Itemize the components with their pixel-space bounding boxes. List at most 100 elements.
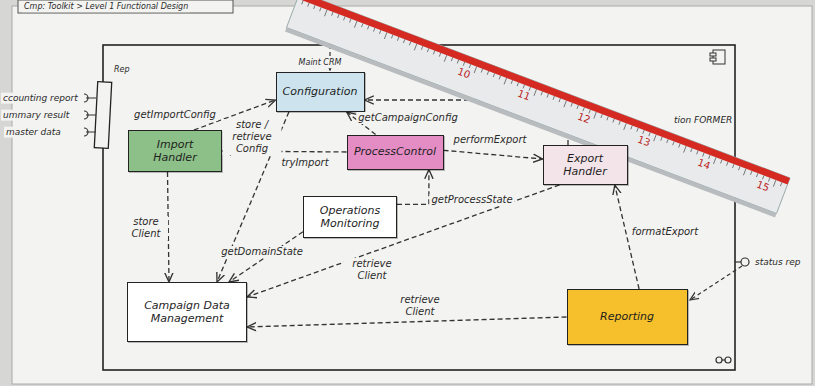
ruler-tick [667, 139, 668, 143]
ruler-tick [684, 146, 686, 153]
ruler-tick [493, 73, 494, 77]
corner-symbol [716, 357, 731, 363]
component-box: Import Handler [128, 130, 222, 172]
component-box: Configuration [276, 72, 365, 112]
ruler-tick [474, 67, 476, 74]
ruler-tick [302, 1, 303, 5]
annotation-label: tion FORMER [672, 115, 734, 126]
ruler-tick [624, 123, 626, 130]
ruler-tick [409, 42, 410, 46]
ruler-tick [308, 3, 309, 7]
ruler-tick [379, 30, 380, 34]
ruler-tick [414, 44, 416, 51]
ruler-tick [643, 130, 644, 134]
edge-label: getProcessState [429, 194, 514, 206]
ruler-tick [314, 5, 315, 9]
annotation-label: ummary result [1, 110, 71, 121]
component-name: Reporting [600, 310, 654, 323]
ruler-tick [439, 53, 440, 57]
edge-label: store Client [124, 216, 168, 240]
component-name: ProcessControl [354, 145, 436, 158]
ruler-tick [541, 92, 542, 96]
edge-label: retrieve Client [392, 294, 448, 318]
ruler-tick [547, 94, 548, 98]
edge-label: retrieve Client [344, 258, 400, 282]
ruler-tick [733, 164, 734, 168]
component-name: Operations Monitoring [310, 204, 390, 230]
ruler-tick [577, 105, 578, 109]
ruler-tick [444, 55, 446, 62]
component-box: ProcessControl [347, 135, 444, 170]
ruler-tick [773, 180, 775, 187]
ruler-tick [469, 64, 470, 68]
ruler-tick [697, 151, 698, 155]
annotation-label: Maint CRM [297, 58, 344, 68]
ruler-tick [504, 78, 506, 85]
ruler-tick [709, 155, 710, 159]
ruler-tick [517, 82, 518, 86]
ruler-tick [481, 69, 482, 73]
ruler-tick [433, 51, 434, 55]
ruler-tick [703, 153, 704, 157]
ruler-tick [679, 144, 680, 148]
ruler-tick [338, 14, 339, 18]
component-name: Configuration [283, 85, 358, 98]
ruler-tick [594, 112, 596, 119]
edge-label: tryImport [279, 157, 330, 169]
annotation-label: status rep [753, 257, 802, 268]
ruler-tick [649, 132, 650, 136]
edge-label: getImportConfig [132, 109, 218, 121]
annotation-label: master data [4, 127, 63, 138]
edge-label: getDomainState [219, 246, 305, 258]
required-interfaces [84, 94, 96, 136]
ruler-edge [285, 28, 777, 218]
ruler-tick [403, 39, 404, 43]
ruler-tick [780, 182, 781, 186]
ruler-tick [756, 173, 757, 177]
ruler-tick [654, 135, 656, 142]
component-box: Export Handler [543, 145, 628, 185]
ruler-tick [499, 76, 500, 80]
ruler-tick [637, 128, 638, 132]
edge-label: store / retrieve Config [223, 119, 282, 155]
ruler-stripe [298, 0, 791, 185]
frame-tab [18, 0, 233, 13]
ruler-tick [320, 7, 321, 11]
component-box: Operations Monitoring [303, 196, 397, 238]
component-name: Import Handler [135, 138, 215, 164]
ruler-tick [564, 101, 566, 108]
ruler-tick [397, 37, 398, 41]
ruler-tick [344, 17, 345, 21]
ruler-tick [739, 166, 740, 170]
ruler-tick [373, 28, 374, 32]
dependency-arrow [247, 317, 567, 327]
ruler-tick [368, 26, 369, 30]
ruler-tick [727, 162, 728, 166]
ruler-tick [721, 160, 722, 164]
ruler-tick [457, 60, 458, 64]
edge-label: performExport [452, 134, 529, 146]
annotation-label: Rep [112, 65, 132, 75]
ruler-ticks [302, 1, 782, 187]
ruler-tick [673, 141, 674, 145]
component-box: Reporting [567, 289, 688, 345]
ruler-tick [553, 96, 554, 100]
ruler-tick [421, 46, 422, 50]
ruler-tick [601, 114, 602, 118]
component-frame [103, 45, 735, 370]
ruler-tick [762, 176, 763, 180]
ruler-tick [384, 32, 386, 39]
ruler-tick [589, 110, 590, 114]
port-box [94, 82, 111, 149]
annotation-label: ccounting report [1, 93, 80, 104]
ruler-tick [350, 19, 351, 23]
ruler-tick [427, 48, 428, 52]
provided-interface-status [690, 258, 749, 300]
edge-label: formatExport [630, 226, 700, 238]
ruler-tick [571, 103, 572, 107]
ruler-tick [559, 98, 560, 102]
ruler-tick [325, 10, 327, 17]
ruler-tick [607, 117, 608, 121]
